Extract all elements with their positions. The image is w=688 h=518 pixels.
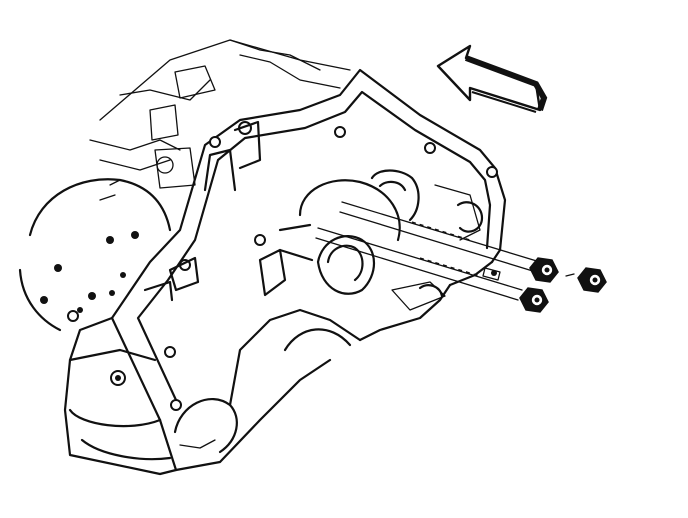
mounting-tab — [143, 120, 262, 302]
bolt-head-upper — [529, 257, 559, 283]
flange-bolt-holes — [110, 121, 498, 411]
arrow-left-icon — [436, 44, 548, 113]
oil-pump-housing — [258, 169, 484, 297]
bolt-icon — [315, 201, 541, 301]
front-cover — [63, 68, 507, 476]
crankshaft-bore — [18, 178, 172, 332]
bolt-head-lower — [519, 287, 549, 313]
bolt-head-separate — [565, 267, 607, 293]
engine-block-background — [89, 39, 351, 201]
